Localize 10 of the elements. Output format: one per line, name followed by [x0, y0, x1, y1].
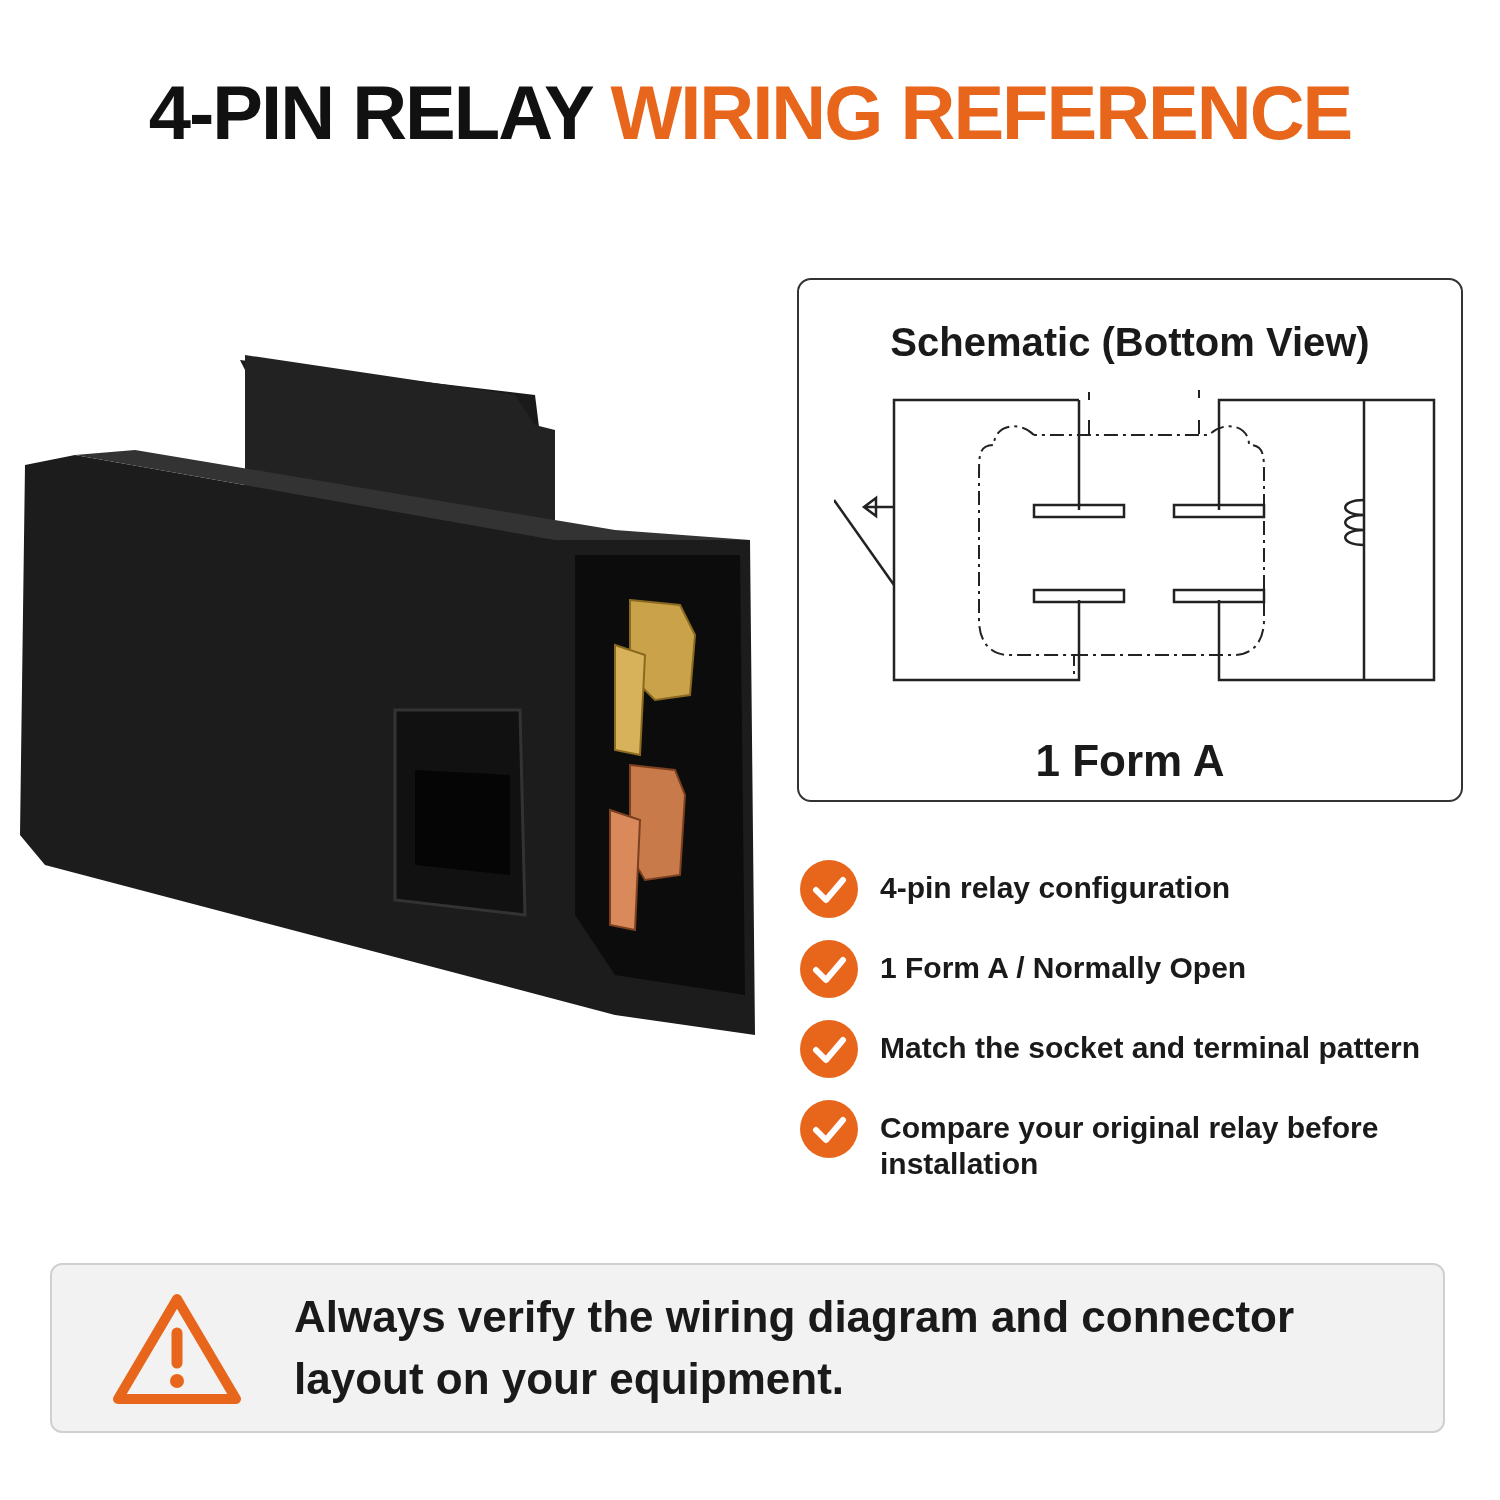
feature-text: Compare your original relay before installation	[880, 1110, 1380, 1182]
warning-text: Always verify the wiring diagram and connector layout on your equipment.	[294, 1291, 1296, 1405]
panel-heading: Schematic (Bottom View)	[890, 319, 1370, 366]
panel-caption: 1 Form A	[1035, 735, 1225, 787]
warning-banner	[50, 1263, 1445, 1433]
schematic-panel	[797, 278, 1463, 802]
page-title: 4-PIN RELAY WIRING REFERENCE	[148, 69, 1352, 157]
feature-text: Match the socket and terminal pattern	[880, 1030, 1422, 1066]
feature-text: 4-pin relay configuration	[880, 870, 1232, 906]
feature-text: 1 Form A / Normally Open	[880, 950, 1248, 986]
